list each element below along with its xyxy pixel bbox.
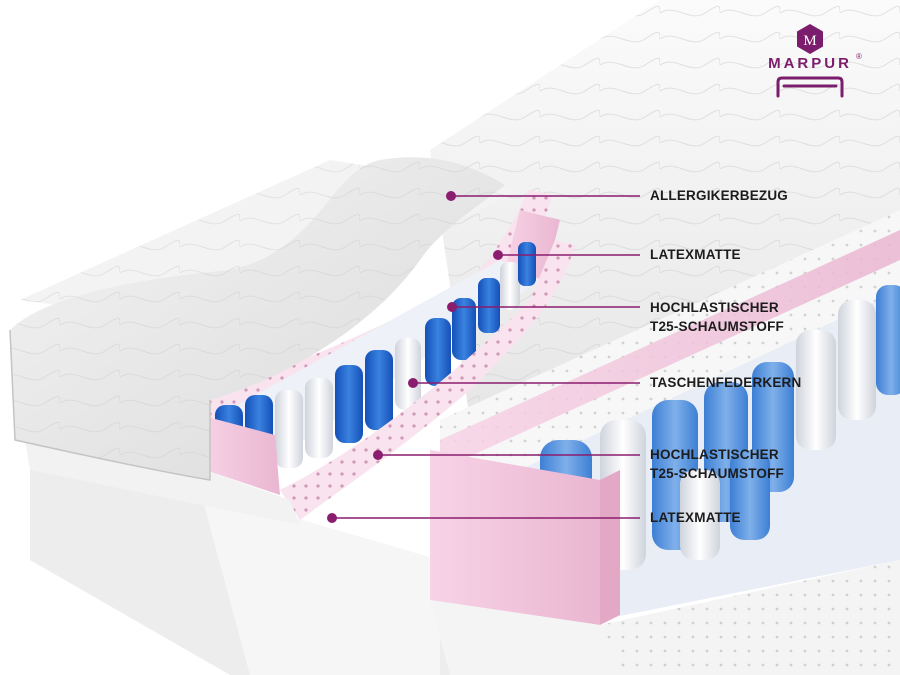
label-line: TASCHENFEDERKERN <box>650 375 802 390</box>
pink-foam-right-top <box>440 230 900 470</box>
logo-letter: M <box>803 33 816 49</box>
callout-dot-schaumstoff-bottom <box>373 450 383 460</box>
label-line: HOCHLASTISCHER <box>650 447 779 462</box>
pink-foam-left-front <box>200 415 280 495</box>
callout-dots <box>327 191 503 523</box>
brand-name: MARPUR <box>768 55 852 72</box>
logo-hexagon-icon <box>797 24 823 54</box>
label-line: LATEXMATTE <box>650 510 741 525</box>
label-line: ALLERGIKERBEZUG <box>650 188 788 203</box>
label-line: T25-SCHAUMSTOFF <box>650 319 785 334</box>
registered-mark: ® <box>856 52 862 61</box>
callout-dot-taschenfederkern <box>408 378 418 388</box>
callout-dot-latexmatte-bottom <box>327 513 337 523</box>
label-schaumstoff-bottom: HOCHLASTISCHER T25-SCHAUMSTOFF <box>650 445 784 483</box>
brand-logo: M MARPUR ® <box>760 22 870 102</box>
label-latexmatte-top: LATEXMATTE <box>650 245 741 264</box>
label-taschenfederkern: TASCHENFEDERKERN <box>650 373 801 392</box>
label-line: HOCHLASTISCHER <box>650 300 779 315</box>
pink-foam-right-front <box>430 450 600 625</box>
label-allergikerbezug: ALLERGIKERBEZUG <box>650 186 788 205</box>
callout-dot-latexmatte-top <box>493 250 503 260</box>
label-line: T25-SCHAUMSTOFF <box>650 466 785 481</box>
callout-dot-allergikerbezug <box>446 191 456 201</box>
label-schaumstoff-top: HOCHLASTISCHER T25-SCHAUMSTOFF <box>650 298 784 336</box>
logo-graphic: M <box>776 24 844 98</box>
label-latexmatte-bottom: LATEXMATTE <box>650 508 741 527</box>
callout-dot-schaumstoff-top <box>447 302 457 312</box>
label-line: LATEXMATTE <box>650 247 741 262</box>
callout-lines <box>332 195 640 519</box>
bed-icon <box>776 76 844 98</box>
